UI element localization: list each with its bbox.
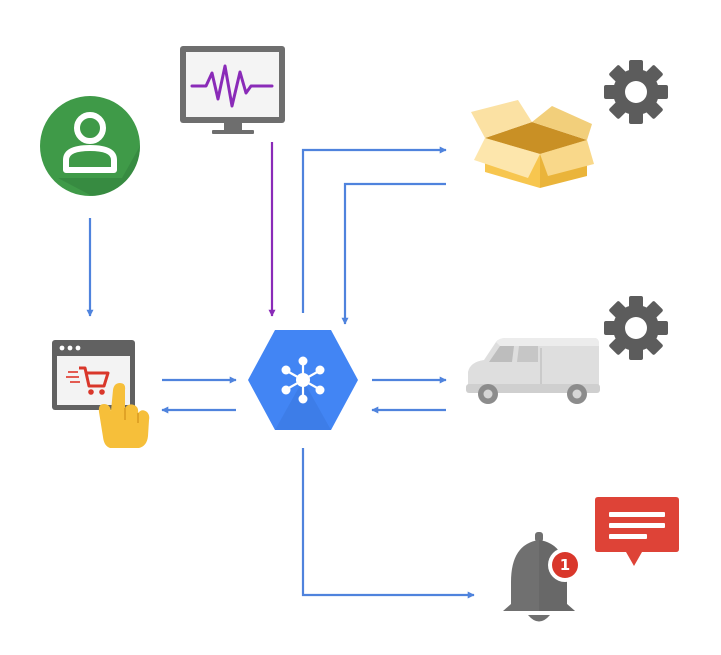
open-box-icon	[471, 100, 594, 188]
arrow-hub-to-bell	[301, 448, 475, 599]
event-hub-hexagon-icon[interactable]	[248, 330, 358, 430]
notification-badge: 1	[548, 548, 582, 582]
gear-icon	[604, 296, 668, 360]
connector-arrows	[86, 142, 475, 599]
monitoring-screen-icon	[180, 46, 285, 134]
online-shopping-cart-icon	[52, 340, 150, 448]
shopping-cart-icon	[66, 366, 110, 395]
delivery-van-icon	[466, 338, 600, 404]
notification-count: 1	[560, 556, 570, 574]
arrow-hub-to-box	[301, 146, 447, 313]
pointer-hand-icon	[98, 383, 150, 448]
gear-icon	[604, 60, 668, 124]
chat-message-icon	[595, 497, 679, 566]
user-account-icon	[40, 96, 141, 196]
arrow-box-to-hub	[341, 182, 446, 325]
